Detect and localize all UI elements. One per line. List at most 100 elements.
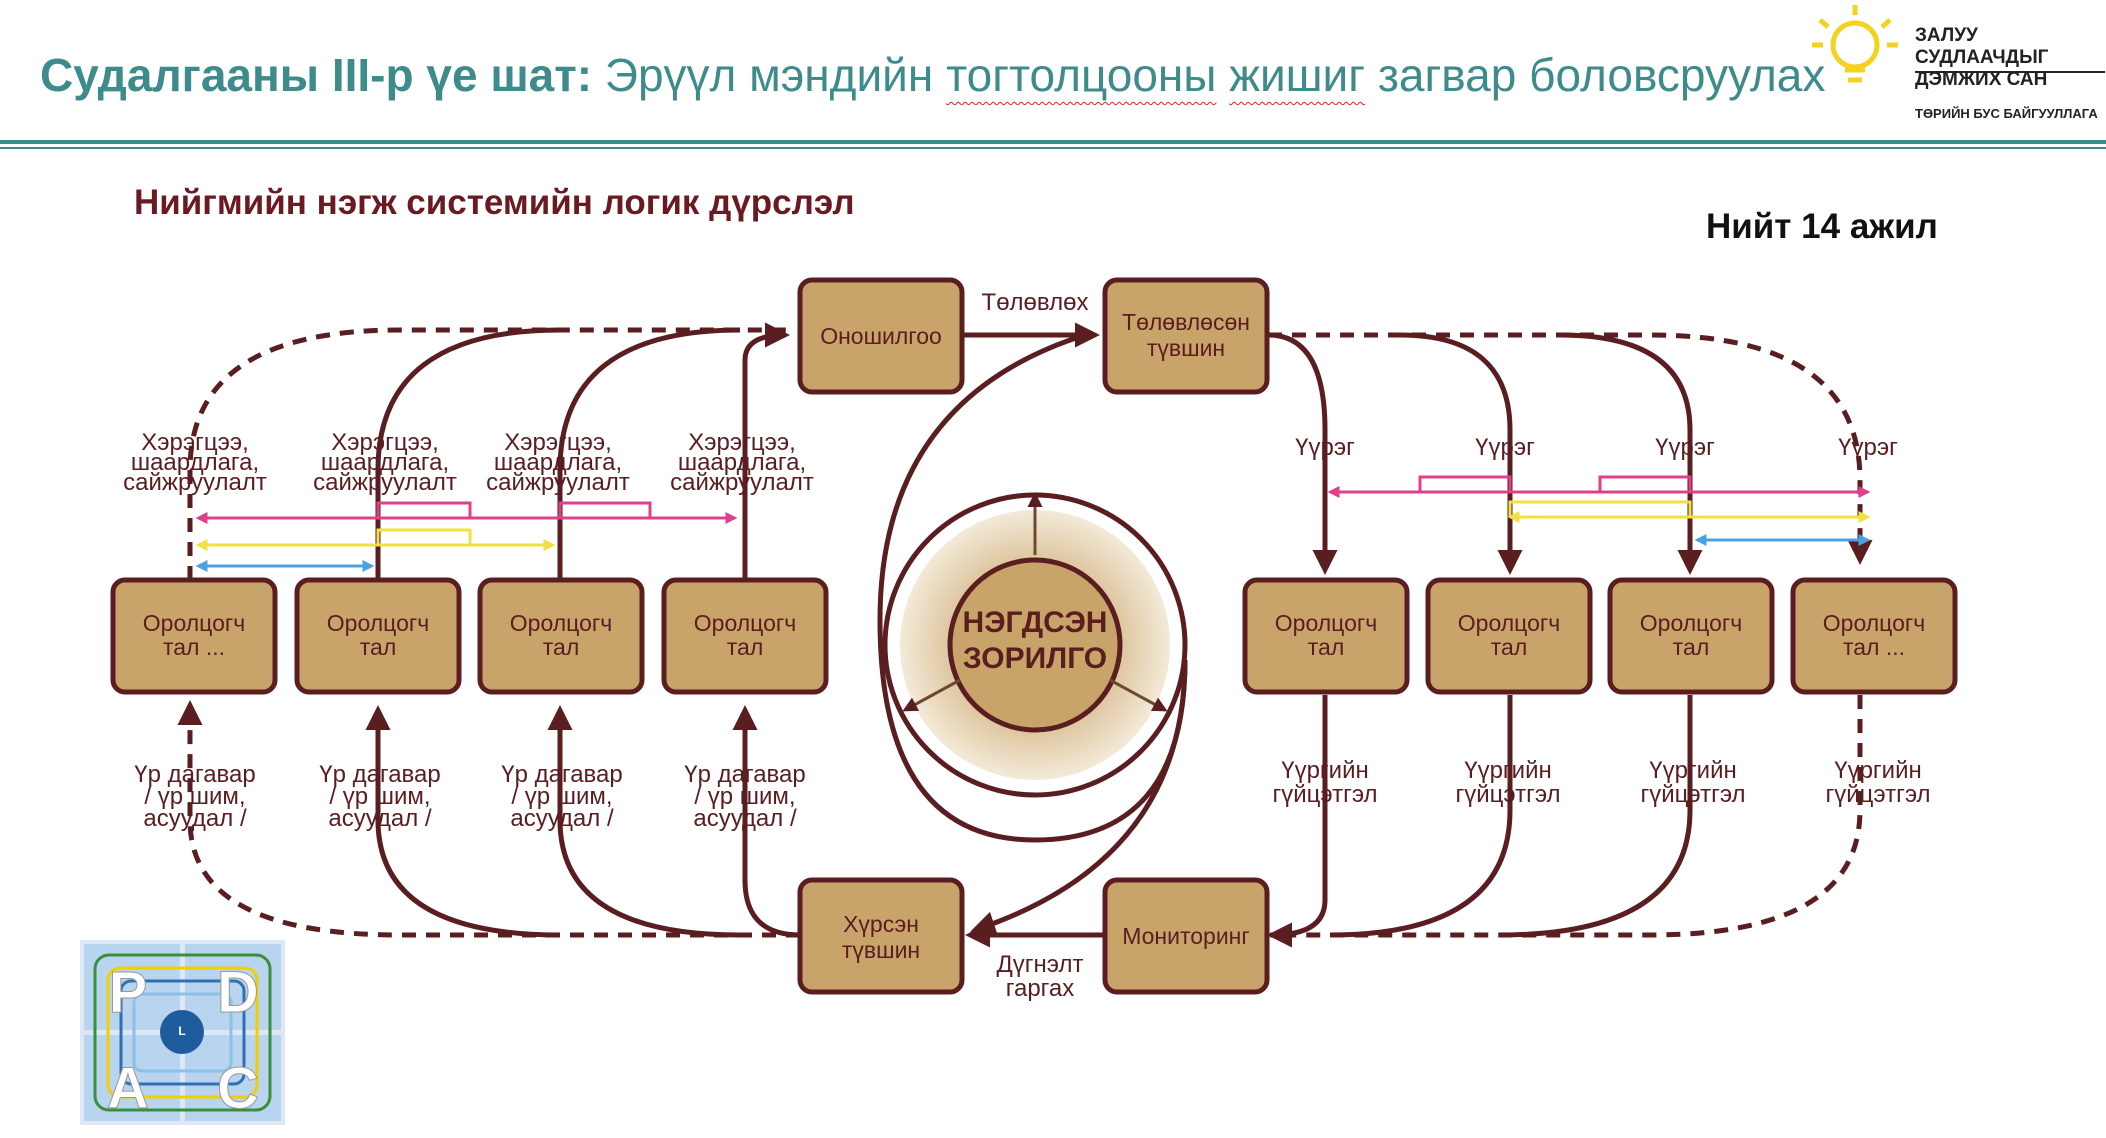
duty-1: Үүрэг <box>1295 434 1355 461</box>
flow-top-4 <box>742 322 790 580</box>
flow-bottom-l2 <box>365 705 561 938</box>
participant-r1-b: тал <box>1308 634 1345 660</box>
participant-r1-a: Оролцогч <box>1275 610 1377 636</box>
duty-exec-3-l2: гүйцэтгэл <box>1640 781 1745 808</box>
flow-bottom-l3 <box>547 705 741 938</box>
diagram-subtitle: Нийгмийн нэгж системийн логик дүрслэл <box>134 183 855 222</box>
participant-box-left-1 <box>110 577 278 695</box>
header-rule <box>0 140 2106 144</box>
effect-1-l2: / үр шим, <box>144 783 245 810</box>
center-spiral-a <box>877 332 1188 843</box>
pdca-letter-l: L <box>178 1024 185 1038</box>
needs-2-l3: сайжруулалт <box>313 469 457 496</box>
diagnosis-label: Оношилгоо <box>820 323 942 349</box>
duty-exec-3-l1: Үүргийн <box>1649 757 1737 784</box>
needs-4-l1: Хэрэгцээ, <box>688 429 796 456</box>
flow-top-2 <box>375 327 561 580</box>
needs-1-l3: сайжруулалт <box>123 469 267 496</box>
needs-4-l2: шаардлага, <box>678 449 806 476</box>
needs-2-l2: шаардлага, <box>321 449 449 476</box>
dashed-flow-bottom-right <box>1270 695 1863 938</box>
center-spiral-b <box>970 659 1188 936</box>
achieved-level-box <box>797 877 965 995</box>
needs-2-l1: Хэрэгцээ, <box>331 429 439 456</box>
participant-r4-a: Оролцогч <box>1823 610 1925 636</box>
eval-label-1: Дүгнэлт <box>997 951 1084 978</box>
title-word-spellcheck-1: тогтолцооны <box>946 49 1217 101</box>
participant-l1-a: Оролцогч <box>143 610 245 636</box>
center-label-1: НЭГДСЭН <box>963 606 1108 639</box>
duty-4: Үүрэг <box>1838 434 1898 461</box>
flow-duty-3 <box>1559 332 1703 575</box>
flow-bottom-r2 <box>1499 695 1693 938</box>
participant-box-left-3 <box>477 577 645 695</box>
participant-r2-a: Оролцогч <box>1458 610 1560 636</box>
pdca-letter-a: A <box>107 1056 149 1121</box>
eval-label-2: гаргах <box>1006 975 1075 1002</box>
dashed-flow-top-right <box>1268 332 1873 565</box>
effect-4-l2: / үр шим, <box>694 783 795 810</box>
duty-exec-2-l1: Үүргийн <box>1464 757 1552 784</box>
duty-exec-4-l2: гүйцэтгэл <box>1825 781 1930 808</box>
participant-box-right-3 <box>1607 577 1775 695</box>
participant-box-right-4 <box>1790 577 1958 695</box>
pdca-cycle-icon: L P D A C <box>80 940 285 1125</box>
title-bold: Судалгааны III-р үе шат: <box>40 49 593 101</box>
participant-box-right-1 <box>1242 577 1410 695</box>
duty-exec-4-l1: Үүргийн <box>1834 757 1922 784</box>
effect-2-l1: Үр дагавар <box>319 761 440 788</box>
effect-2-l2: / үр шим, <box>329 783 430 810</box>
header-rule-thin <box>0 147 2106 149</box>
participant-l1-b: тал ... <box>163 634 225 660</box>
flow-bottom-r3 <box>1329 695 1513 938</box>
page-title: Судалгааны III-р үе шат: Эрүүл мэндийн т… <box>40 48 1825 102</box>
participant-l4-a: Оролцогч <box>694 610 796 636</box>
needs-3-l3: сайжруулалт <box>486 469 630 496</box>
title-word-spellcheck-2: жишиг <box>1229 49 1366 101</box>
duty-2: Үүрэг <box>1475 434 1535 461</box>
duty-exec-1-l2: гүйцэтгэл <box>1272 781 1377 808</box>
flow-duty-1 <box>1267 332 1338 575</box>
effect-3-l3: асуудал / <box>510 805 614 832</box>
participant-l4-b: тал <box>727 634 764 660</box>
pdca-letter-d: D <box>217 960 259 1025</box>
monitoring-label: Мониторинг <box>1122 923 1250 949</box>
duty-3: Үүрэг <box>1655 434 1715 461</box>
organization-logo: ЗАЛУУ СУДЛААЧДЫГ ДЭМЖИХ САН ТӨРИЙН БУС Б… <box>1915 25 2106 125</box>
flow-top-3 <box>557 327 741 580</box>
participant-r3-a: Оролцогч <box>1640 610 1742 636</box>
needs-1-l2: шаардлага, <box>131 449 259 476</box>
pdca-letter-c: C <box>217 1056 259 1121</box>
participant-l2-b: тал <box>360 634 397 660</box>
dashed-flow-bottom-left <box>177 700 800 938</box>
needs-1-l1: Хэрэгцээ, <box>141 429 249 456</box>
planned-level-box <box>1102 277 1270 395</box>
participant-l3-a: Оролцогч <box>510 610 612 636</box>
center-core <box>947 557 1123 733</box>
planned-label-1: Төлөвлөсөн <box>1122 309 1250 335</box>
logo-line-2: ДЭМЖИХ САН <box>1915 69 2048 90</box>
monitoring-box <box>1102 877 1270 995</box>
effect-3-l1: Үр дагавар <box>501 761 622 788</box>
participant-box-left-2 <box>294 577 462 695</box>
diagnosis-box <box>797 277 965 395</box>
logo-divider <box>1915 71 2105 73</box>
effect-2-l3: асуудал / <box>328 805 432 832</box>
participant-l3-b: тал <box>543 634 580 660</box>
effect-1-l3: асуудал / <box>143 805 247 832</box>
title-tail: загвар боловсруулах <box>1377 49 1826 101</box>
needs-4-l3: сайжруулалт <box>670 469 814 496</box>
achieved-label-1: Хүрсэн <box>843 911 919 937</box>
needs-3-l2: шаардлага, <box>494 449 622 476</box>
lightbulb-logo-icon <box>1812 5 1898 83</box>
plan-label: Төлөвлөх <box>982 289 1089 316</box>
participant-l2-a: Оролцогч <box>327 610 429 636</box>
title-part: Эрүүл мэндийн <box>604 49 934 101</box>
logo-line-1: ЗАЛУУ СУДЛААЧДЫГ <box>1915 25 2049 68</box>
pdca-letter-p: P <box>109 960 148 1025</box>
needs-3-l1: Хэрэгцээ, <box>504 429 612 456</box>
flow-duty-2 <box>1399 332 1523 575</box>
center-label-2: ЗОРИЛГО <box>963 642 1107 675</box>
effect-3-l2: / үр шим, <box>511 783 612 810</box>
